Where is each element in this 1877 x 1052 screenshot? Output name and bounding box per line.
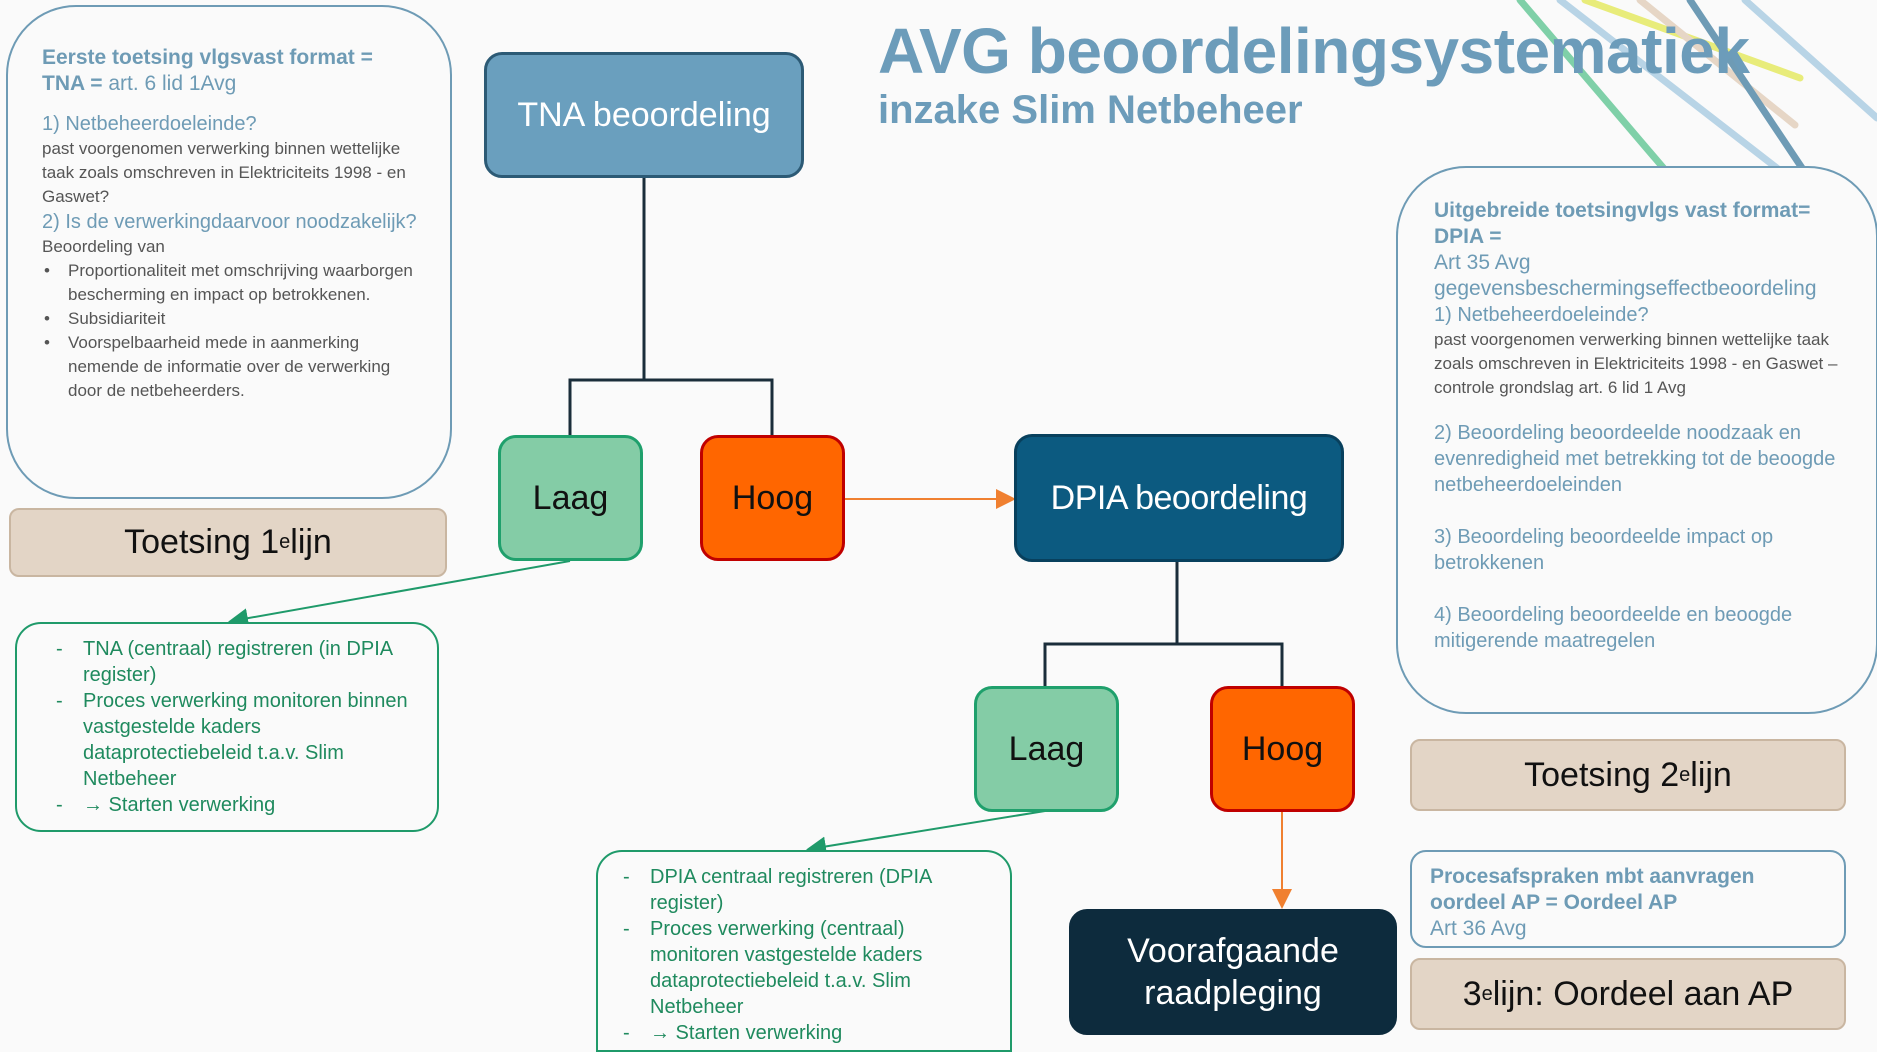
page-title: AVG beoordelingsystematiek (878, 15, 1750, 87)
dpia-question-1: 1) Netbeheerdoeleinde? (1434, 304, 1649, 326)
list-item: Subsidiariteit (44, 307, 420, 331)
list-item: → Starten verwerking (56, 792, 423, 818)
dpia-criteria-box: Uitgebreide toetsingvlgs vast format= DP… (1396, 166, 1877, 714)
tna-laag-actions-box: TNA (centraal) registreren (in DPIA regi… (15, 622, 439, 832)
tna-criteria-box: Eerste toetsing vlgsvast format = TNA = … (6, 5, 452, 499)
tna-question-2: 2) Is de verwerkingdaarvoor noodzakelijk… (42, 211, 417, 233)
page-subtitle: inzake Slim Netbeheer (878, 88, 1303, 132)
list-item: DPIA centraal registreren (DPIA register… (623, 864, 996, 916)
dpia-effect-line: gegevensbeschermingseffectbeoordeling (1434, 277, 1817, 300)
dpia-art-line: Art 35 Avg (1434, 251, 1531, 274)
hoog-node-tna: Hoog (700, 435, 845, 561)
tna-beoordeling-node: TNA beoordeling (484, 52, 804, 178)
laag-node-tna: Laag (498, 435, 643, 561)
dpia-question-2: 2) Beoordeling beoordeelde noodzaak en e… (1434, 422, 1836, 496)
list-item: → Starten verwerking (623, 1020, 996, 1046)
tna-question-1-text: past voorgenomen verwerking binnen wette… (42, 139, 406, 206)
ap-line-3: Art 36 Avg (1430, 917, 1527, 940)
ap-procedure-box: Procesafspraken mbt aanvragen oordeel AP… (1410, 850, 1846, 948)
tna-heading-2: TNA = art. 6 lid 1Avg (42, 72, 237, 95)
list-item: TNA (centraal) registreren (in DPIA regi… (56, 636, 423, 688)
dpia-heading-1: Uitgebreide toetsingvlgs vast format= (1434, 199, 1811, 222)
list-item: Proces verwerking (centraal) monitoren v… (623, 916, 996, 1020)
tna-question-2-intro: Beoordeling van (42, 237, 165, 256)
ap-line-1: Procesafspraken mbt aanvragen (1430, 865, 1755, 888)
dpia-heading-2: DPIA = (1434, 225, 1502, 248)
dpia-question-4: 4) Beoordeling beoordeelde en beoogde mi… (1434, 604, 1793, 652)
list-item: Proportionaliteit met omschrijving waarb… (44, 259, 420, 307)
laag-node-dpia: Laag (974, 686, 1119, 812)
dpia-question-1-text: past voorgenomen verwerking binnen wette… (1434, 330, 1838, 397)
voorafgaande-raadpleging-node: Voorafgaande raadpleging (1069, 909, 1397, 1035)
dpia-beoordeling-node: DPIA beoordeling (1014, 434, 1344, 562)
ap-line-2: oordeel AP = Oordeel AP (1430, 891, 1678, 914)
dpia-question-3: 3) Beoordeling beoordeelde impact op bet… (1434, 526, 1774, 574)
list-item: Voorspelbaarheid mede in aanmerking neme… (44, 331, 420, 403)
tna-criteria-list: Proportionaliteit met omschrijving waarb… (42, 259, 420, 403)
dpia-laag-actions-box: DPIA centraal registreren (DPIA register… (596, 850, 1012, 1052)
list-item: Proces verwerking monitoren binnen vastg… (56, 688, 423, 792)
tna-heading-1: Eerste toetsing vlgsvast format = (42, 46, 373, 69)
tna-question-1: 1) Netbeheerdoeleinde? (42, 113, 257, 135)
hoog-node-dpia: Hoog (1210, 686, 1355, 812)
